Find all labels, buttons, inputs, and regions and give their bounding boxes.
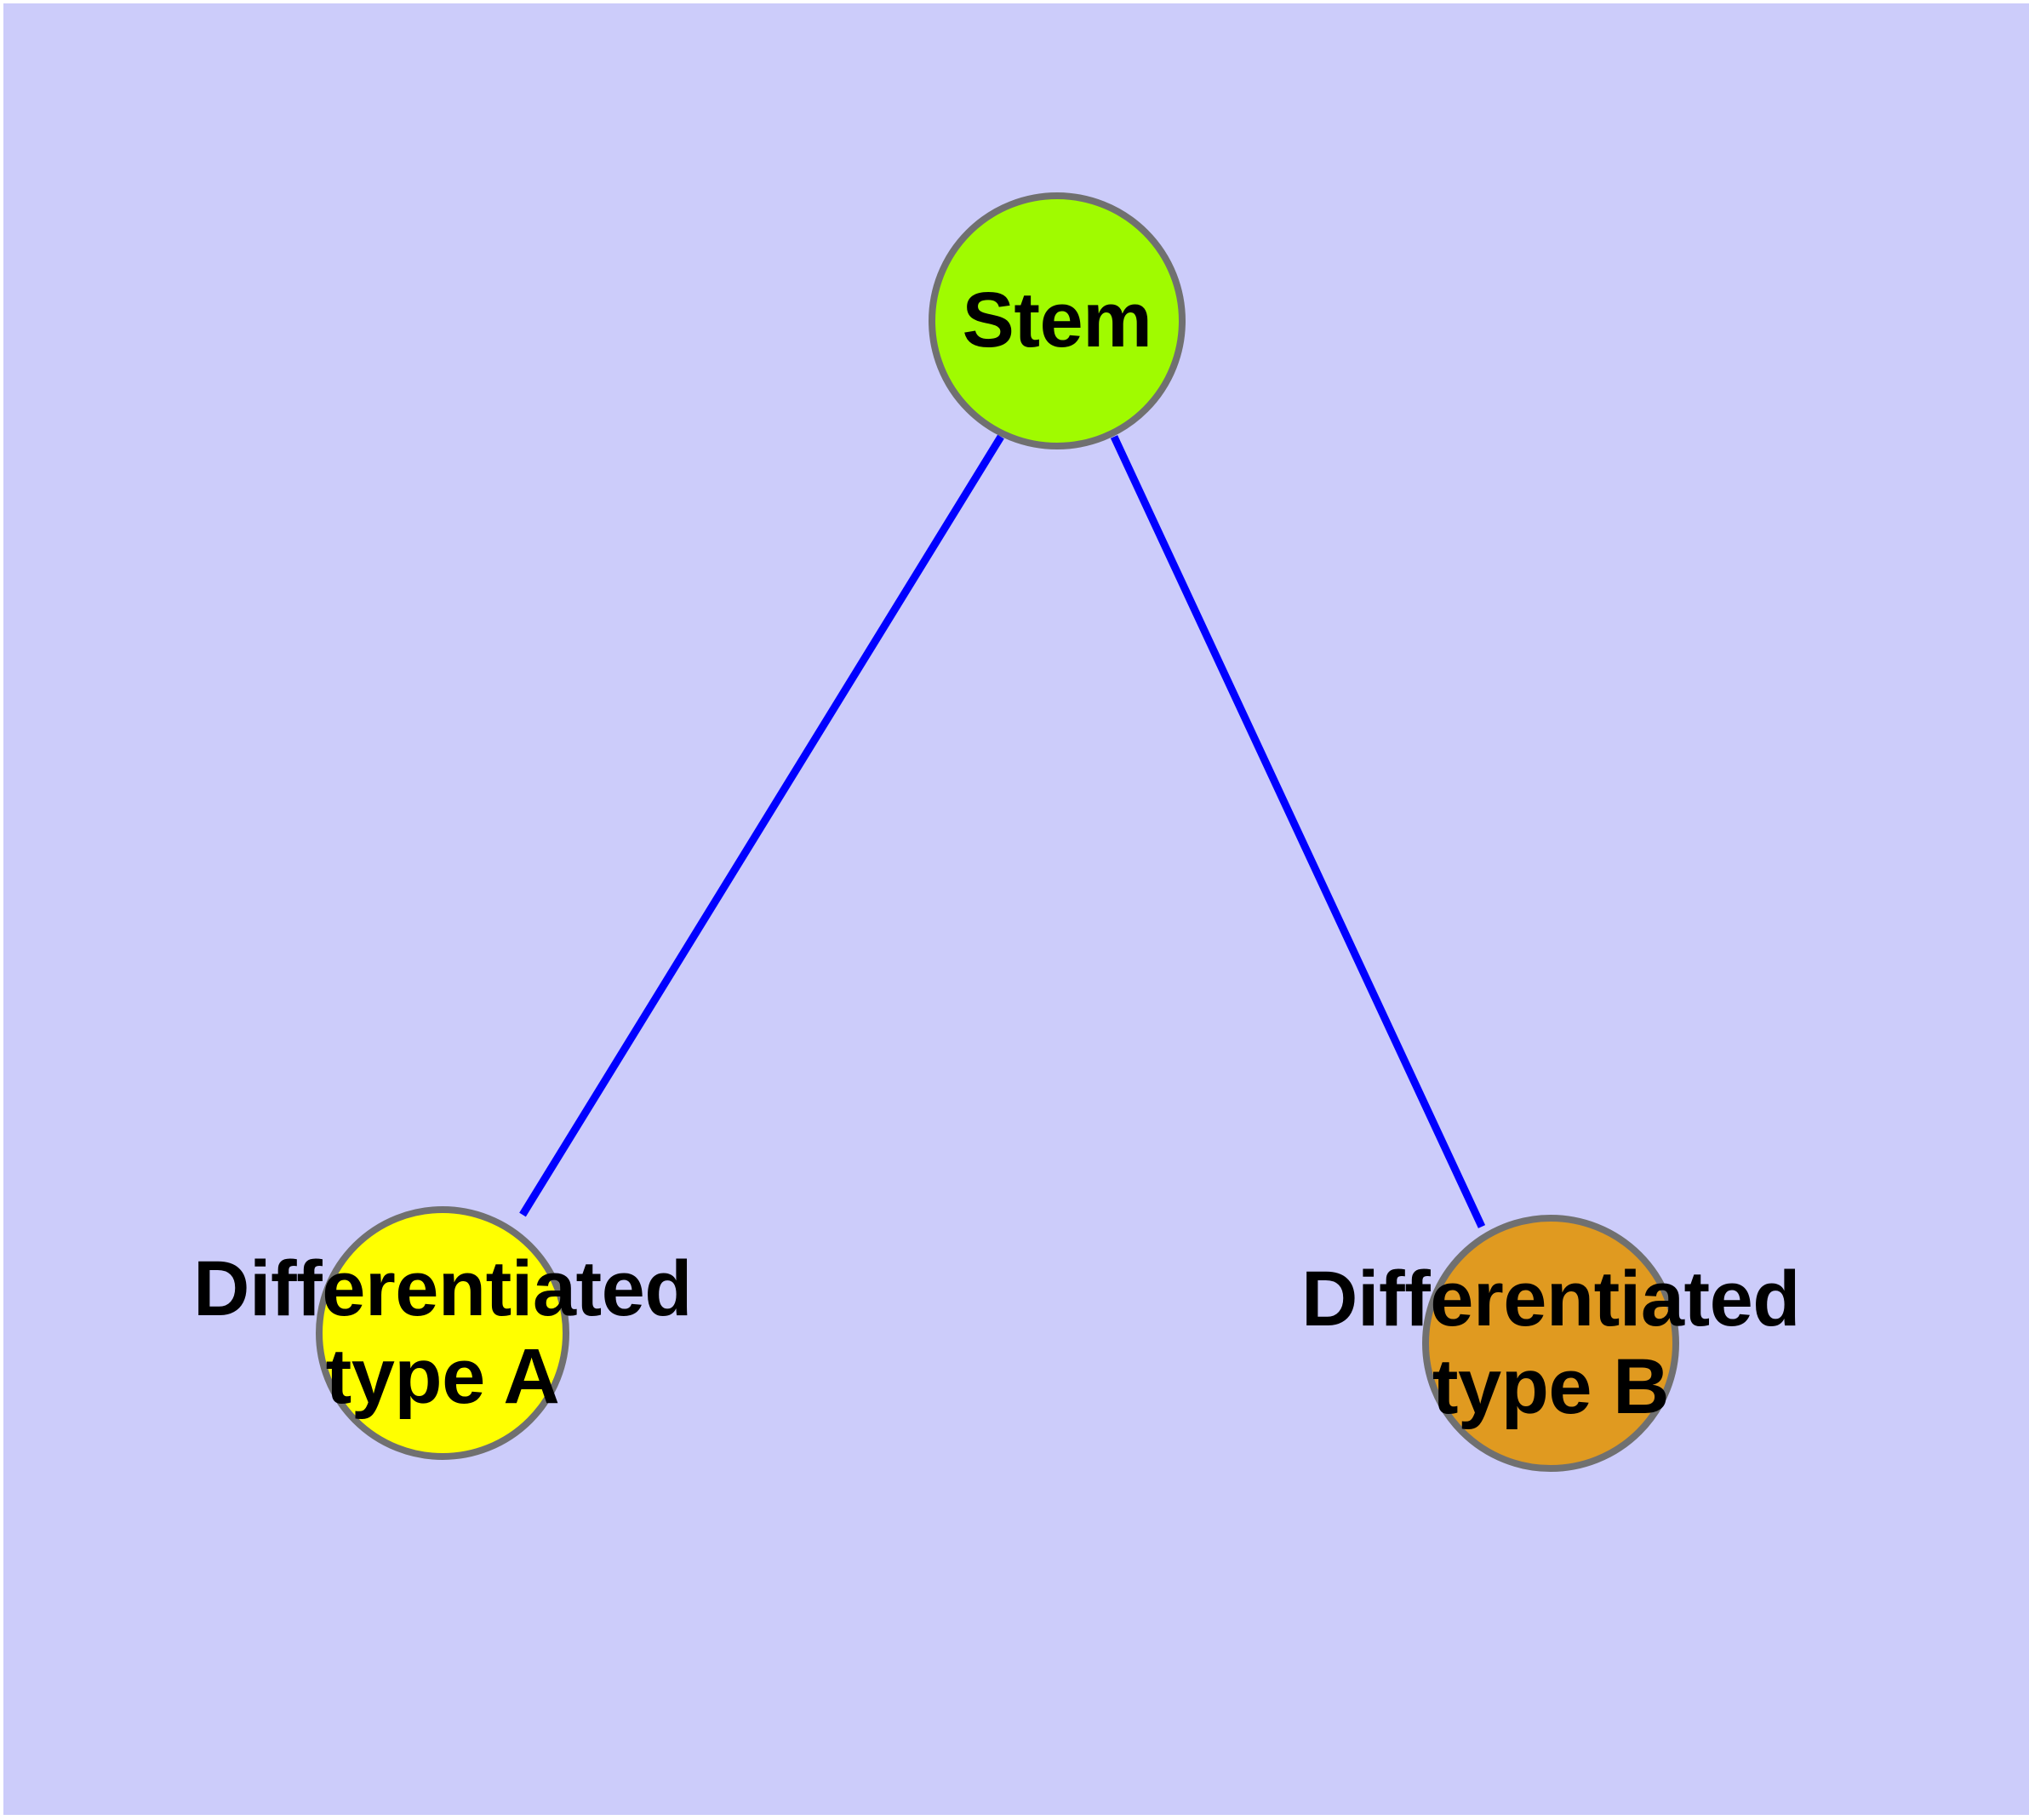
graph-edge-stem-diff_a: [519, 434, 1004, 1217]
node-circle-diff_a[interactable]: [316, 1206, 569, 1460]
graph-edge-stem-diff_b: [1110, 435, 1486, 1228]
node-circle-stem[interactable]: [929, 192, 1186, 449]
graph-edges-layer: [519, 434, 1486, 1228]
node-circle-diff_b[interactable]: [1422, 1215, 1679, 1472]
